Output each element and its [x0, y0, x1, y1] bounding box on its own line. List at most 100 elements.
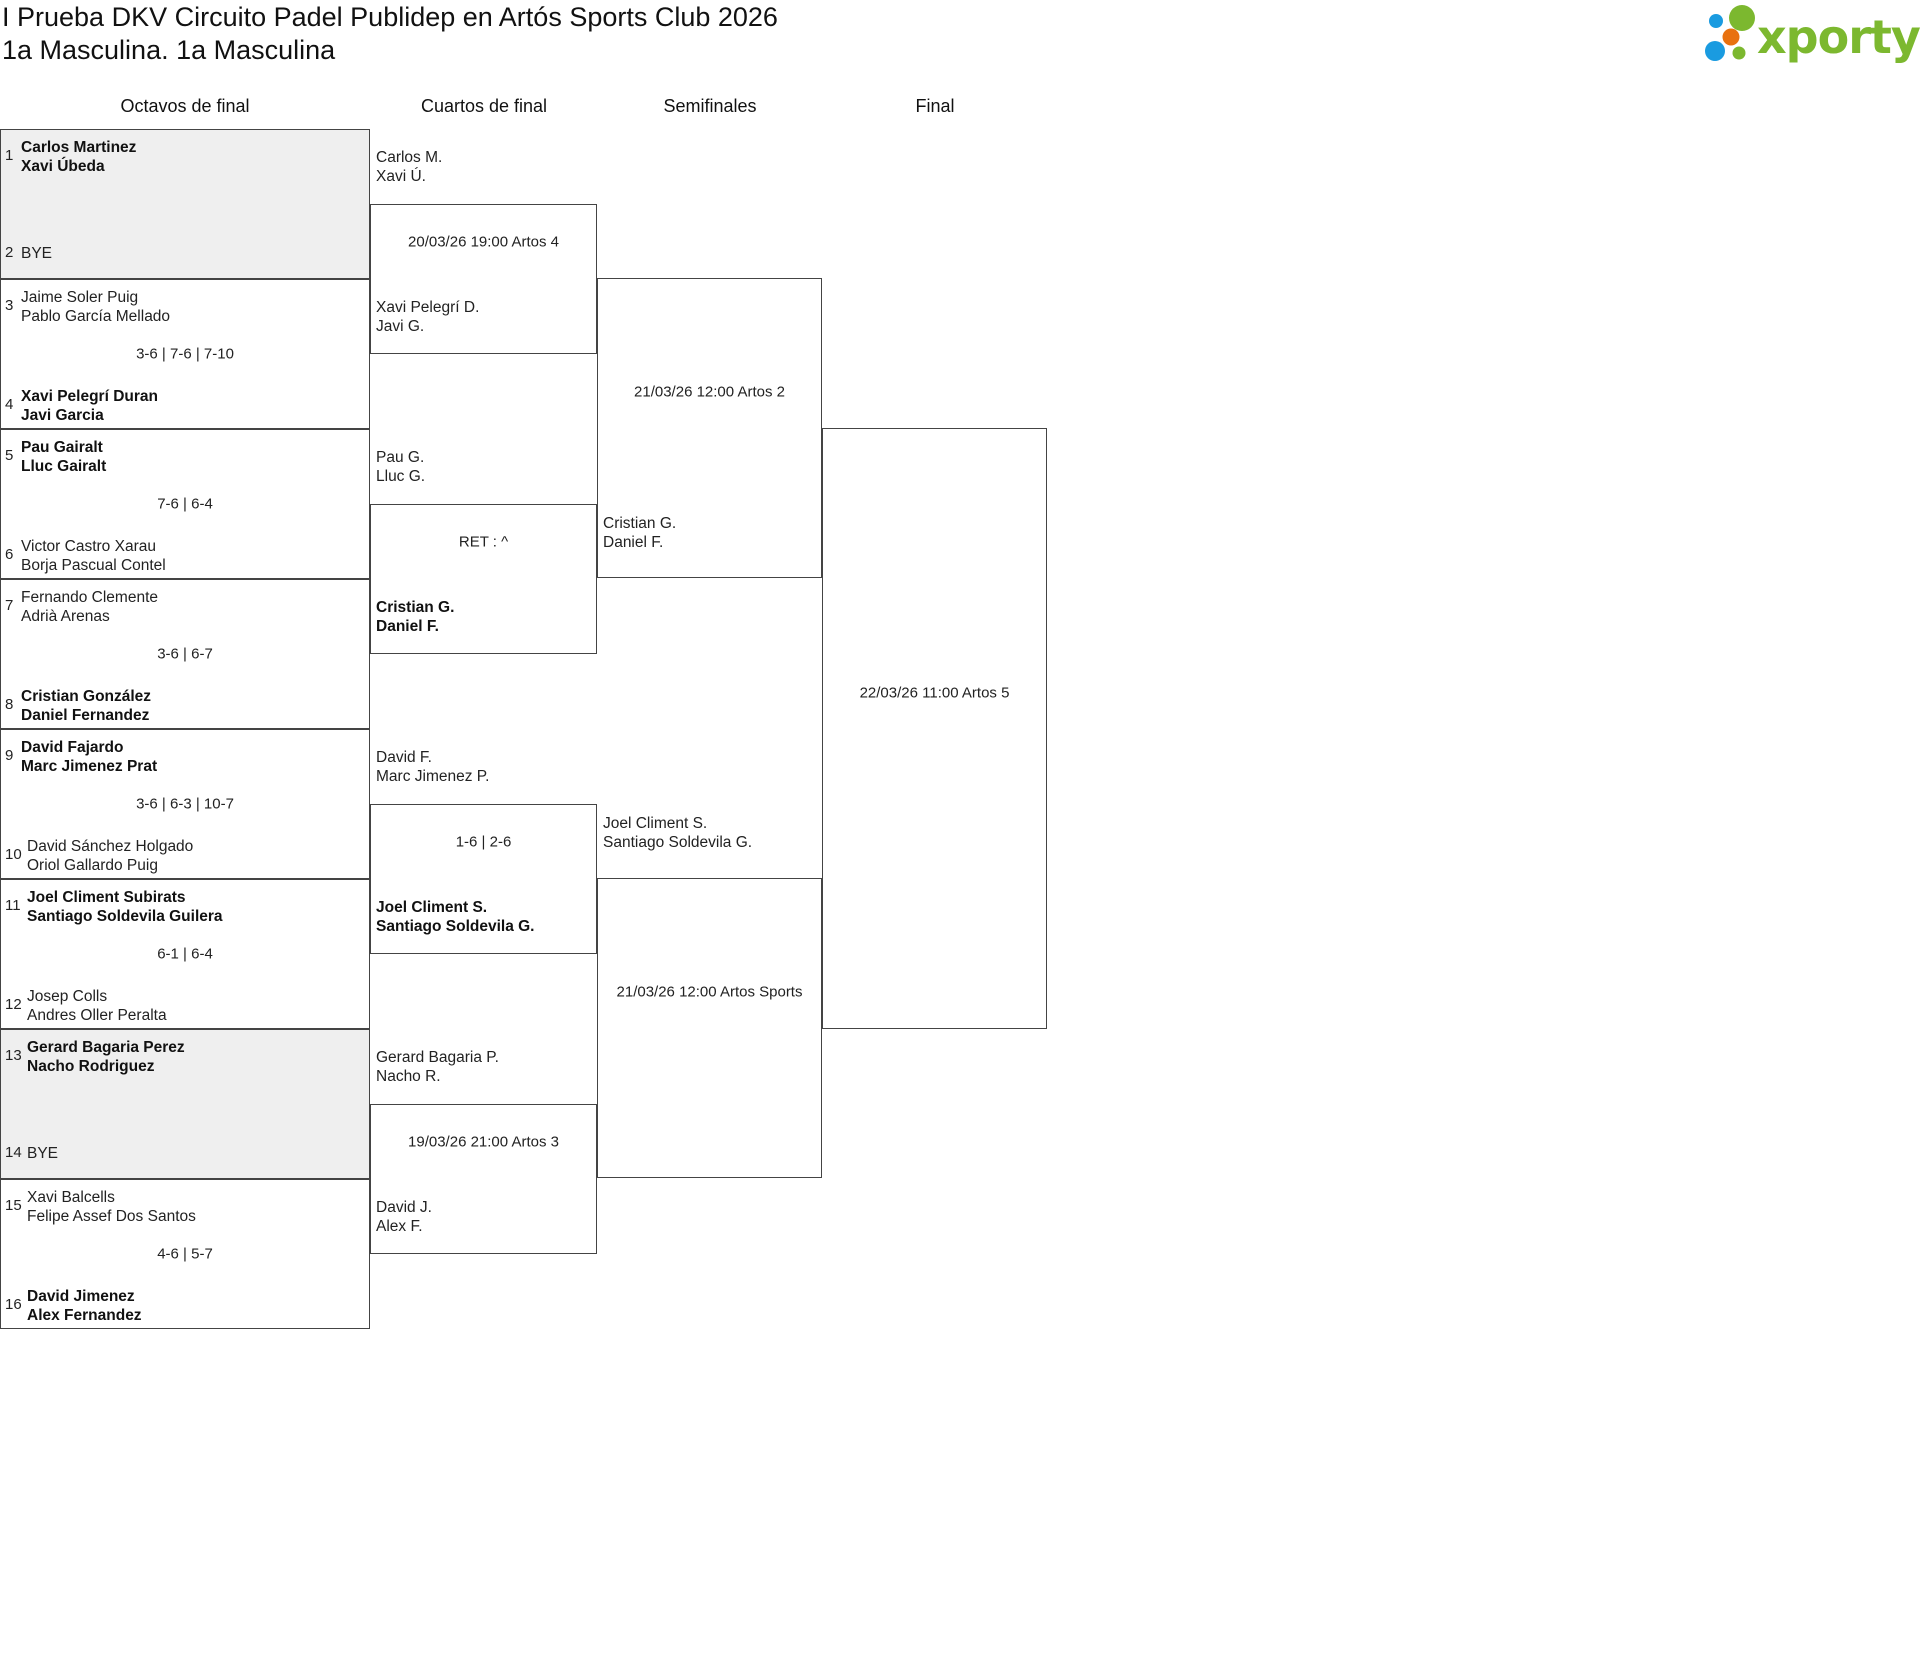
match-score: 3-6 | 6-7 — [157, 645, 213, 663]
round-header-octavos: Octavos de final — [120, 96, 250, 116]
round-header-final: Final — [915, 96, 955, 116]
seed-number: 9 — [5, 747, 14, 764]
player-name: David Sánchez Holgado — [27, 838, 194, 855]
player-name: Joel Climent Subirats — [27, 889, 186, 906]
match-quarterfinals[interactable] — [370, 804, 597, 954]
player-name: Xavi Ú. — [376, 168, 426, 185]
match-info: RET : ^ — [458, 533, 509, 551]
tournament-title: I Prueba DKV Circuito Padel Publidep en … — [2, 2, 778, 32]
player-name: Santiago Soldevila G. — [376, 918, 535, 935]
player-name: Felipe Assef Dos Santos — [27, 1208, 196, 1225]
match-semifinals[interactable] — [597, 278, 822, 578]
match-r16[interactable] — [0, 1029, 370, 1179]
bye-label: BYE — [21, 245, 53, 262]
player-name: Nacho R. — [376, 1068, 441, 1085]
player-name: Alex Fernandez — [27, 1307, 142, 1324]
player-name: Oriol Gallardo Puig — [27, 857, 158, 874]
player-name: Joel Climent S. — [376, 899, 488, 916]
player-name: Fernando Clemente — [21, 589, 158, 606]
bye-label: BYE — [27, 1145, 59, 1162]
player-name: Gerard Bagaria Perez — [27, 1039, 185, 1056]
match-score: 3-6 | 7-6 | 7-10 — [136, 345, 234, 363]
match-info: 20/03/26 19:00 Artos 4 — [408, 233, 559, 251]
player-name: Santiago Soldevila G. — [603, 834, 753, 851]
match-r16[interactable] — [0, 1179, 370, 1329]
seed-number: 4 — [5, 396, 14, 413]
player-name: Cristian G. — [603, 515, 677, 532]
match-info: 1-6 | 2-6 — [455, 833, 512, 851]
player-name: David Jimenez — [27, 1288, 135, 1305]
svg-text:xporty: xporty — [1757, 10, 1920, 64]
player-name: David Fajardo — [21, 739, 124, 756]
player-name: Pablo García Mellado — [21, 308, 171, 325]
player-name: Carlos M. — [376, 149, 443, 166]
player-name: Daniel F. — [376, 618, 439, 635]
match-info: 22/03/26 11:00 Artos 5 — [859, 684, 1010, 702]
player-name: Xavi Úbeda — [21, 158, 105, 175]
player-name: Victor Castro Xarau — [21, 538, 156, 555]
player-name: Andres Oller Peralta — [27, 1007, 167, 1024]
seed-number: 11 — [5, 897, 21, 914]
match-info: 19/03/26 21:00 Artos 3 — [408, 1133, 559, 1151]
player-name: Daniel F. — [603, 534, 664, 551]
player-name: Xavi Pelegrí Duran — [21, 388, 158, 405]
player-name: Cristian G. — [376, 599, 455, 616]
seed-number: 2 — [5, 244, 14, 261]
player-name: Carlos Martinez — [21, 139, 137, 156]
seed-number: 15 — [5, 1197, 22, 1214]
player-name: Lluc Gairalt — [21, 458, 107, 475]
player-name: Daniel Fernandez — [21, 707, 150, 724]
player-name: Marc Jimenez Prat — [21, 758, 158, 775]
player-name: Javi Garcia — [21, 407, 104, 424]
round-header-cuartos: Cuartos de final — [420, 96, 548, 116]
match-quarterfinals[interactable] — [370, 1104, 597, 1254]
player-name: Jaime Soler Puig — [21, 289, 139, 306]
xporty-logo: xporty — [1705, 5, 1920, 64]
player-name: David F. — [376, 749, 432, 766]
player-name: Pau Gairalt — [21, 439, 103, 456]
seed-number: 5 — [5, 447, 14, 464]
match-r16[interactable] — [0, 729, 370, 879]
seed-number: 14 — [5, 1144, 22, 1161]
seed-number: 3 — [5, 297, 14, 314]
match-semifinals[interactable] — [597, 878, 822, 1178]
player-name: Gerard Bagaria P. — [376, 1049, 499, 1066]
match-quarterfinals[interactable] — [370, 204, 597, 354]
round-header-semifinales: Semifinales — [663, 96, 757, 116]
player-name: Pau G. — [376, 449, 425, 466]
player-name: Marc Jimenez P. — [376, 768, 490, 785]
match-final[interactable] — [822, 428, 1047, 1029]
player-name: Josep Colls — [27, 988, 108, 1005]
match-score: 3-6 | 6-3 | 10-7 — [136, 795, 234, 813]
player-name: Cristian González — [21, 688, 152, 705]
match-quarterfinals[interactable] — [370, 504, 597, 654]
player-name: Joel Climent S. — [603, 815, 708, 832]
match-info: 21/03/26 12:00 Artos Sports — [616, 983, 803, 1001]
player-name: Santiago Soldevila Guilera — [27, 908, 223, 925]
player-name: Borja Pascual Contel — [21, 557, 166, 574]
match-r16[interactable] — [0, 279, 370, 429]
match-score: 4-6 | 5-7 — [157, 1245, 213, 1263]
match-score: 7-6 | 6-4 — [157, 495, 213, 513]
seed-number: 16 — [5, 1296, 22, 1313]
match-info: 21/03/26 12:00 Artos 2 — [634, 383, 785, 401]
category-subtitle: 1a Masculina. 1a Masculina — [2, 35, 336, 65]
seed-number: 10 — [5, 846, 22, 863]
player-name: Adrià Arenas — [21, 608, 110, 625]
player-name: Alex F. — [376, 1218, 423, 1235]
seed-number: 8 — [5, 696, 14, 713]
match-r16[interactable] — [0, 579, 370, 729]
match-r16[interactable] — [0, 429, 370, 579]
player-name: Nacho Rodriguez — [27, 1058, 155, 1075]
match-r16[interactable] — [0, 129, 370, 279]
match-r16[interactable] — [0, 879, 370, 1029]
player-name: Xavi Pelegrí D. — [376, 299, 480, 316]
player-name: Lluc G. — [376, 468, 426, 485]
player-name: Javi G. — [376, 318, 425, 335]
seed-number: 12 — [5, 996, 22, 1013]
player-name: Xavi Balcells — [27, 1189, 115, 1206]
seed-number: 7 — [5, 597, 14, 614]
seed-number: 6 — [5, 546, 14, 563]
seed-number: 13 — [5, 1047, 22, 1064]
seed-number: 1 — [5, 147, 14, 164]
